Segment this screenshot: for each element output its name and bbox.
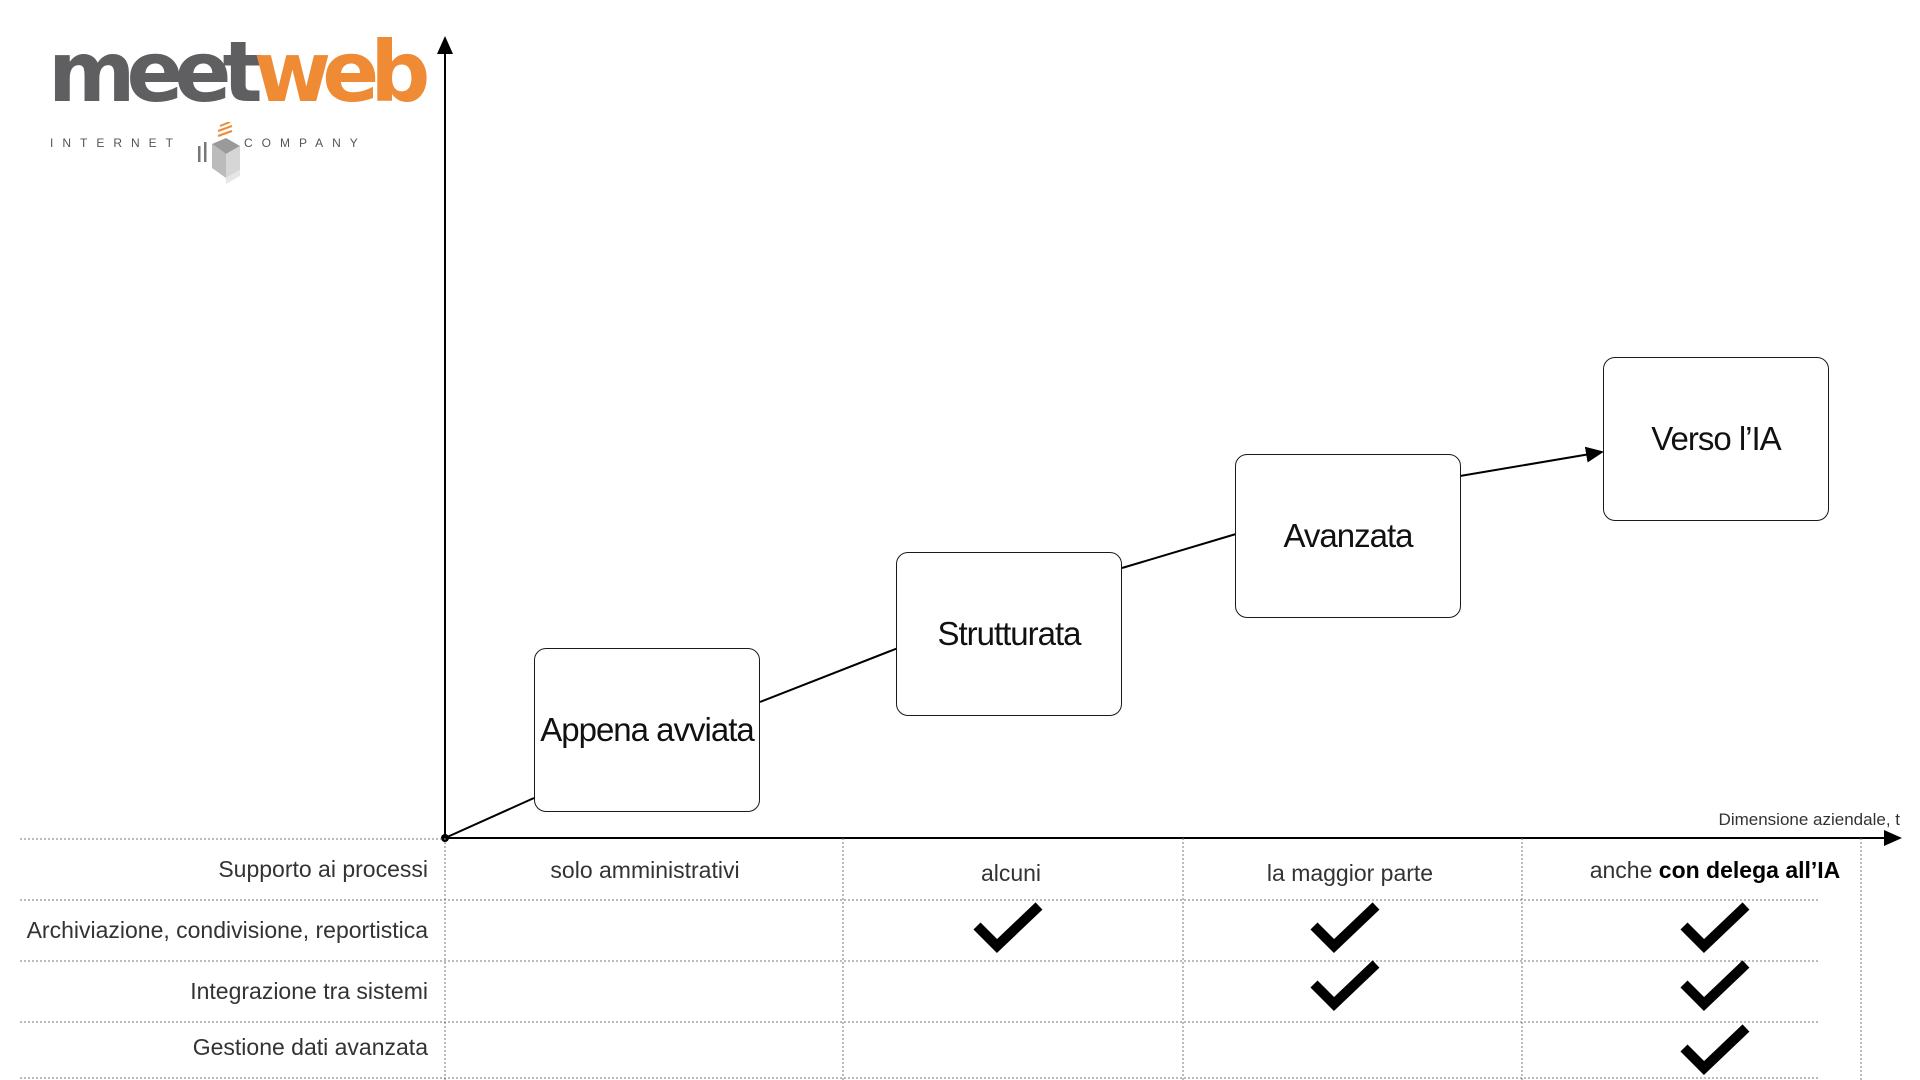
checkmark-icon: [1680, 960, 1750, 1011]
logo-tagline-company: COMPANY: [244, 136, 367, 150]
row-label-gestione-dati: Gestione dati avanzata: [192, 1034, 428, 1060]
logo-wordmark: meetweb: [48, 30, 430, 114]
connector-stage3-stage4: [1459, 446, 1604, 477]
stage-label: Verso l’IA: [1651, 420, 1781, 457]
stage-label: Avanzata: [1283, 517, 1414, 554]
stage-box-appena-avviata: Appena avviata: [534, 648, 760, 812]
connector-origin-stage1: [444, 797, 535, 839]
cell-supporto-stage3: la maggior parte: [1266, 860, 1434, 886]
stage-label: Strutturata: [937, 615, 1081, 652]
checkmark-icon: [1310, 902, 1380, 953]
cell-supporto-stage2: alcuni: [980, 860, 1042, 886]
row-label-archiviazione: Archiviazione, condivisione, reportistic…: [26, 917, 428, 943]
cell-supporto-stage4: anche con delega all’IA: [1590, 857, 1841, 884]
connector-stage2-stage3: [1121, 533, 1237, 569]
logo-wordmark-meet: meet: [48, 23, 263, 121]
stage-box-avanzata: Avanzata: [1235, 454, 1461, 618]
meetweb-logo: meetweb INTERNET COMPANY: [48, 30, 430, 190]
checkmark-icon: [1680, 902, 1750, 953]
checkmark-icon: [973, 902, 1043, 953]
row-label-supporto: Supporto ai processi: [218, 856, 428, 882]
logo-tagline-internet: INTERNET: [50, 136, 182, 150]
row-label-integrazione: Integrazione tra sistemi: [190, 978, 428, 1004]
table-grid: [20, 838, 1862, 1080]
logo-wordmark-web: web: [253, 23, 431, 121]
cell-supporto-stage4-prefix: anche: [1589, 857, 1659, 883]
x-axis-label: Dimensione aziendale, t: [1718, 810, 1900, 829]
stage-label: Appena avviata: [540, 711, 755, 748]
stacked-cube-icon: [198, 122, 240, 184]
connector-stage1-stage2: [759, 647, 899, 703]
checkmark-icon: [1680, 1024, 1750, 1075]
stage-box-verso-ia: Verso l’IA: [1603, 357, 1829, 521]
checkmark-icon: [1310, 960, 1380, 1011]
cell-supporto-stage4-bold: con delega all’IA: [1658, 857, 1841, 883]
cell-supporto-stage1: solo amministrativi: [550, 857, 740, 883]
stage-box-strutturata: Strutturata: [896, 552, 1122, 716]
